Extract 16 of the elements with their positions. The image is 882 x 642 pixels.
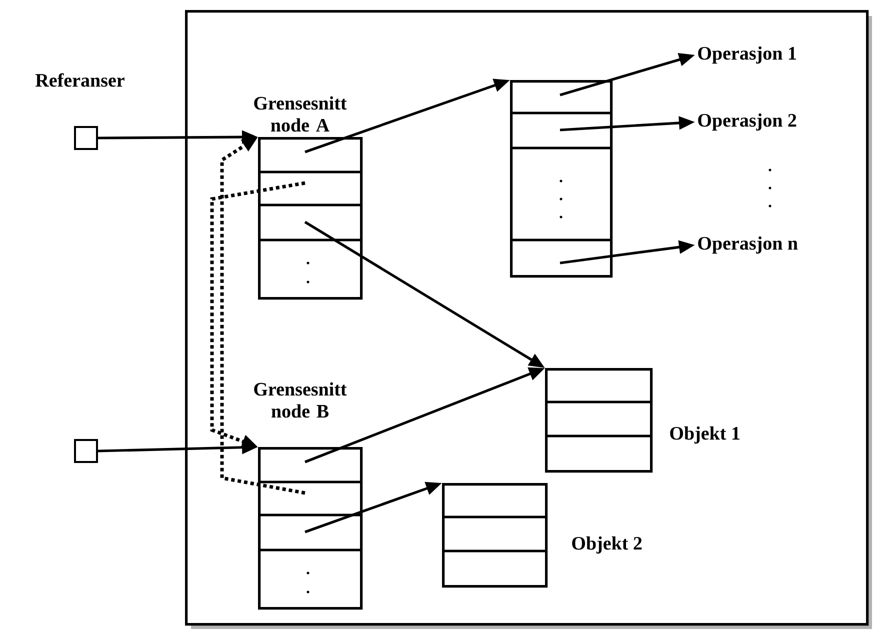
reference-label: Referanser: [36, 73, 124, 87]
reference-square: [74, 126, 98, 150]
frame-box: [185, 10, 872, 629]
table-heading: Grensesnitt node B: [254, 382, 347, 418]
table-box: [510, 80, 613, 278]
operation-label: Operasjon 2: [698, 113, 796, 131]
table-caption: Objekt 1: [670, 426, 740, 444]
table-box: [545, 368, 653, 473]
operation-label: Operasjon 1: [698, 46, 796, 64]
table-box: [258, 447, 363, 610]
operation-label: Operasjon n: [698, 236, 798, 254]
table-box: [258, 137, 363, 300]
table-box: [442, 483, 548, 588]
reference-square: [74, 439, 98, 463]
table-heading: Grensesnitt node A: [254, 96, 347, 132]
table-caption: Objekt 2: [572, 536, 642, 554]
